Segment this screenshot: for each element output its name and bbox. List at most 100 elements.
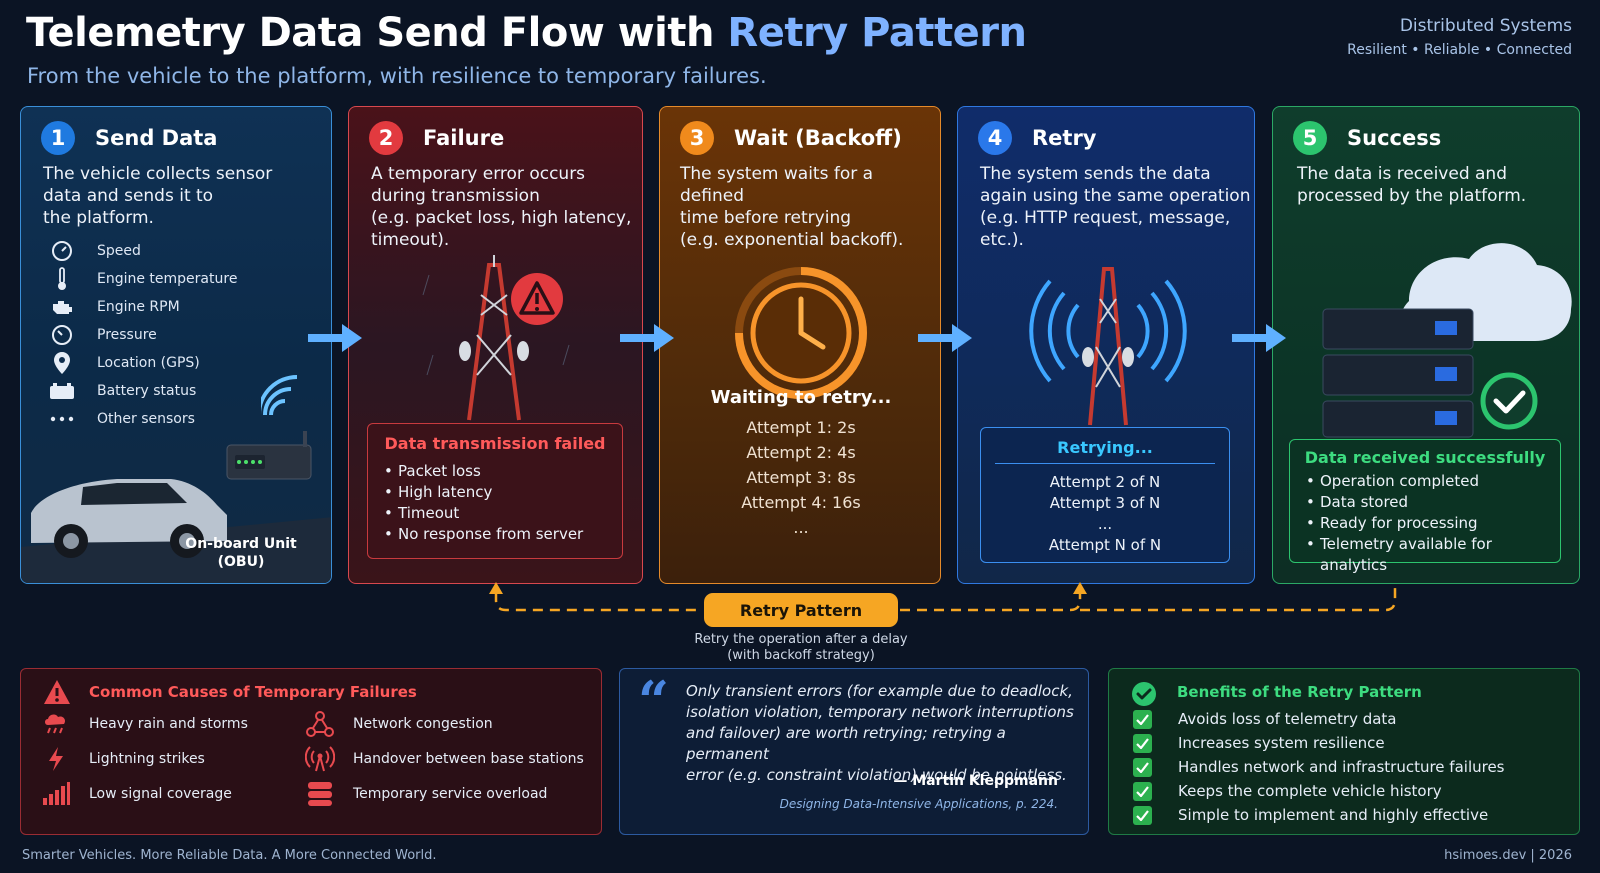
list-item: Data stored (1300, 492, 1560, 513)
quote-mark-icon: “ (638, 669, 670, 733)
checkbox-icon (1133, 733, 1152, 753)
flow-arrow-icon (918, 324, 972, 352)
benefit-item: Keeps the complete vehicle history (1133, 779, 1505, 803)
network-nodes-icon (305, 711, 335, 737)
title-highlight: Retry Pattern (727, 10, 1027, 56)
footer-tagline: Smarter Vehicles. More Reliable Data. A … (22, 848, 437, 863)
cell-tower-storm-icon (422, 255, 570, 421)
retry-box: Retrying... Attempt 2 of N Attempt 3 of … (980, 427, 1230, 563)
step-title: Wait (Backoff) (734, 126, 902, 150)
flow-arrow-icon (308, 324, 362, 352)
cause-item: Heavy rain and storms (41, 711, 248, 737)
gauge-icon (49, 324, 75, 346)
flow-arrow-icon (620, 324, 674, 352)
sensor-list: Speed Engine temperature Engine RPM Pres… (49, 237, 237, 433)
step-card-wait-backoff: 3 Wait (Backoff) The system waits for a d… (659, 106, 941, 584)
benefits-panel: Benefits of the Retry Pattern Avoids los… (1108, 668, 1580, 835)
benefit-item: Increases system resilience (1133, 731, 1505, 755)
vehicle-illustration (21, 479, 331, 583)
sensor-item: Speed (49, 237, 237, 265)
cause-item: Lightning strikes (41, 746, 205, 772)
wireless-signal-icon (261, 375, 298, 416)
success-list: Operation completed Data stored Ready fo… (1300, 471, 1560, 576)
list-item: High latency (378, 482, 622, 503)
antenna-icon (305, 746, 335, 772)
clock-icon (735, 267, 867, 399)
corner-badge: Distributed Systems Resilient • Reliable… (1347, 16, 1572, 58)
attempt-item: Attempt 2: 4s (746, 443, 856, 462)
sensor-item: Engine temperature (49, 265, 237, 293)
step-title: Retry (1032, 126, 1097, 150)
step-number: 5 (1293, 121, 1327, 155)
sensor-item: Other sensors (49, 405, 237, 433)
gauge-icon (49, 240, 75, 262)
cause-item: Low signal coverage (41, 781, 232, 807)
retry-box-title: Retrying... (995, 438, 1215, 464)
list-item: Attempt N of N (1048, 536, 1162, 554)
retry-pattern-label: Retry Pattern (704, 593, 898, 627)
retry-attempts-list: Attempt 2 of N Attempt 3 of N ... Attemp… (981, 472, 1229, 556)
attempt-item: Attempt 3: 8s (746, 468, 856, 487)
benefit-item: Handles network and infrastructure failu… (1133, 755, 1505, 779)
step-title: Success (1347, 126, 1442, 150)
failure-box: Data transmission failed Packet loss Hig… (367, 423, 623, 559)
checkbox-icon (1133, 757, 1152, 777)
success-box: Data received successfully Operation com… (1289, 439, 1561, 574)
checkbox-icon (1133, 805, 1152, 825)
lightning-icon (41, 746, 71, 772)
sensor-item: Location (GPS) (49, 349, 237, 377)
checkbox-icon (1133, 709, 1152, 729)
checkbox-icon (1133, 781, 1152, 801)
attempt-item: Attempt 1: 2s (746, 418, 856, 437)
server-stack-icon (305, 781, 335, 807)
list-item: Timeout (378, 503, 622, 524)
battery-icon (49, 380, 75, 402)
step-number: 3 (680, 121, 714, 155)
sensor-item: Battery status (49, 377, 237, 405)
step-title: Failure (423, 126, 505, 150)
rain-cloud-icon (41, 711, 71, 737)
cause-item: Temporary service overload (305, 781, 547, 807)
retry-loop-connector (489, 582, 1397, 612)
sensor-item: Pressure (49, 321, 237, 349)
footer-credit: hsimoes.dev | 2026 (1444, 848, 1572, 863)
obu-label: On-board Unit(OBU) (185, 536, 297, 570)
failure-reasons-list: Packet loss High latency Timeout No resp… (378, 461, 622, 545)
quote-source: Designing Data-Intensive Applications, p… (779, 797, 1058, 811)
warning-icon (511, 273, 563, 325)
list-item: Operation completed (1300, 471, 1560, 492)
benefit-item: Simple to implement and highly effective (1133, 803, 1505, 827)
corner-tagline: Resilient • Reliable • Connected (1347, 42, 1572, 58)
waiting-label: Waiting to retry... (710, 387, 892, 408)
attempt-item: Attempt 4: 16s (741, 493, 861, 512)
list-item: Attempt 2 of N (1049, 473, 1161, 491)
attempt-item: ... (793, 518, 809, 537)
list-item: ... (1097, 515, 1113, 533)
more-dots-icon (49, 408, 75, 430)
list-item: Packet loss (378, 461, 622, 482)
step-number: 1 (41, 121, 75, 155)
benefits-list: Avoids loss of telemetry data Increases … (1133, 707, 1505, 827)
engine-icon (49, 296, 75, 318)
quote-panel: “ Only transient errors (for example due… (619, 668, 1089, 835)
page-title: Telemetry Data Send Flow with Retry Patt… (26, 10, 1027, 56)
step-title: Send Data (95, 126, 218, 150)
quote-text: Only transient errors (for example due t… (686, 682, 1074, 784)
retry-pattern-description: Retry the operation after a delay(with b… (694, 632, 908, 663)
cause-item: Handover between base stations (305, 746, 584, 772)
success-box-title: Data received successfully (1304, 448, 1546, 467)
sensor-item: Engine RPM (49, 293, 237, 321)
check-circle-icon (1132, 682, 1156, 706)
list-item: Telemetry available for analytics (1300, 534, 1560, 576)
step-number: 4 (978, 121, 1012, 155)
signal-bars-icon (41, 781, 71, 807)
causes-title: Common Causes of Temporary Failures (89, 683, 417, 701)
quote-author: — Martin Kleppmann (893, 773, 1058, 789)
